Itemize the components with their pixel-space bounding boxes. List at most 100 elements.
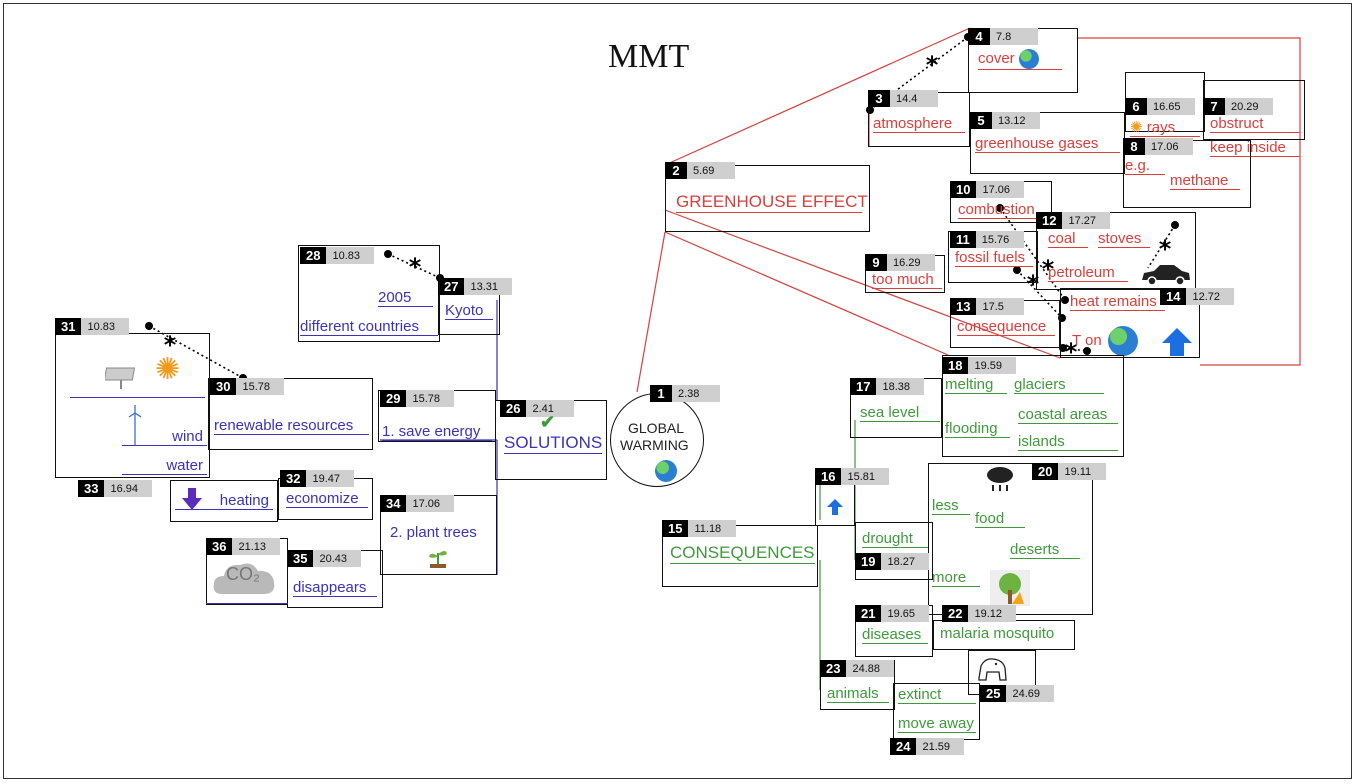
node-1-label-2: WARMING (620, 437, 689, 453)
node-18-label-5: islands (1018, 433, 1118, 451)
node-31-box (55, 333, 210, 478)
arrow-up-icon (1160, 326, 1194, 358)
node-10-label: combustion (958, 201, 1043, 219)
node-2-label: GREENHOUSE EFFECT (676, 192, 868, 213)
node-22-label: malaria mosquito (940, 625, 1055, 642)
node-18-box (942, 355, 1124, 457)
node-20-label-4: deserts (1010, 541, 1080, 559)
earth-icon-2 (1108, 326, 1138, 356)
node-36-label: CO₂ (226, 564, 260, 584)
svg-text:*: * (1065, 338, 1078, 366)
node-33-label: heating (175, 492, 273, 510)
checkmark-icon: ✔ (540, 412, 556, 432)
earth-icon-center (655, 460, 677, 482)
node-6-label: ✺ rays (1130, 118, 1200, 137)
rain-cloud-icon (985, 465, 1015, 498)
node-12-label-1: coal (1048, 230, 1088, 248)
node-15-label: CONSEQUENCES (670, 543, 815, 564)
node-11-label: fossil fuels (955, 249, 1033, 267)
svg-text:*: * (926, 51, 939, 79)
wind-turbine-icon (128, 405, 142, 450)
node-18-label-3: flooding (945, 420, 1010, 438)
tree-desert-icon (990, 570, 1030, 611)
node-31-label-2: water (122, 457, 207, 475)
node-14-label-2: T on (1072, 332, 1102, 349)
node-5-label: greenhouse gases (975, 135, 1120, 153)
node-32-label: economize (286, 490, 368, 508)
svg-text:*: * (409, 253, 422, 281)
node-29-label: 1. save energy (382, 423, 492, 441)
node-12-box (1036, 212, 1196, 290)
node-1-label-1: GLOBAL (628, 420, 685, 436)
node-13-label: consequence (957, 318, 1055, 336)
node-27-label: Kyoto (445, 302, 493, 320)
svg-text:*: * (1042, 255, 1055, 283)
node-24-label-2: move away (898, 715, 976, 733)
car-icon (1138, 262, 1192, 291)
node-4-label: cover (978, 49, 1062, 70)
arrow-up-small-icon (826, 498, 844, 521)
node-35-label: disappears (293, 579, 377, 597)
node-15-box (662, 525, 818, 587)
node-18-label-4: coastal areas (1018, 406, 1118, 424)
sprout-icon (426, 545, 450, 574)
node-19-label: drought (862, 530, 928, 548)
node-24-label-1: extinct (898, 686, 976, 704)
sun-icon-2: ✺ (155, 353, 181, 386)
svg-text:*: * (1159, 235, 1172, 263)
sun-icon: ✺ (1130, 119, 1143, 136)
node-34-label: 2. plant trees (390, 524, 477, 541)
node-28-label-1: 2005 (378, 289, 433, 307)
node-7-label-2: keep inside (1210, 139, 1300, 157)
polar-bear-icon (975, 654, 1009, 689)
node-17-label: sea level (860, 404, 940, 422)
node-36-underline (206, 603, 288, 604)
node-14-box (1060, 288, 1200, 358)
node-12-label-3: petroleum (1048, 264, 1128, 282)
node-30-label: renewable resources (214, 417, 369, 435)
node-23-label: animals (827, 685, 889, 703)
node-28-label-2: different countries (300, 318, 438, 336)
co2-cloud-icon (212, 556, 278, 605)
earth-icon (1018, 49, 1039, 69)
node-20-label-3: more (932, 569, 980, 587)
solar-panel-icon (103, 365, 139, 396)
node-14-label-1: heat remains (1070, 293, 1165, 311)
node-18-label-1: melting (945, 376, 1007, 394)
node-31-label-1: wind (122, 428, 207, 446)
node-2-box (665, 165, 870, 232)
node-9-label: too much (872, 271, 942, 289)
node-18-label-2: glaciers (1014, 376, 1104, 394)
node-19-box (855, 522, 933, 580)
